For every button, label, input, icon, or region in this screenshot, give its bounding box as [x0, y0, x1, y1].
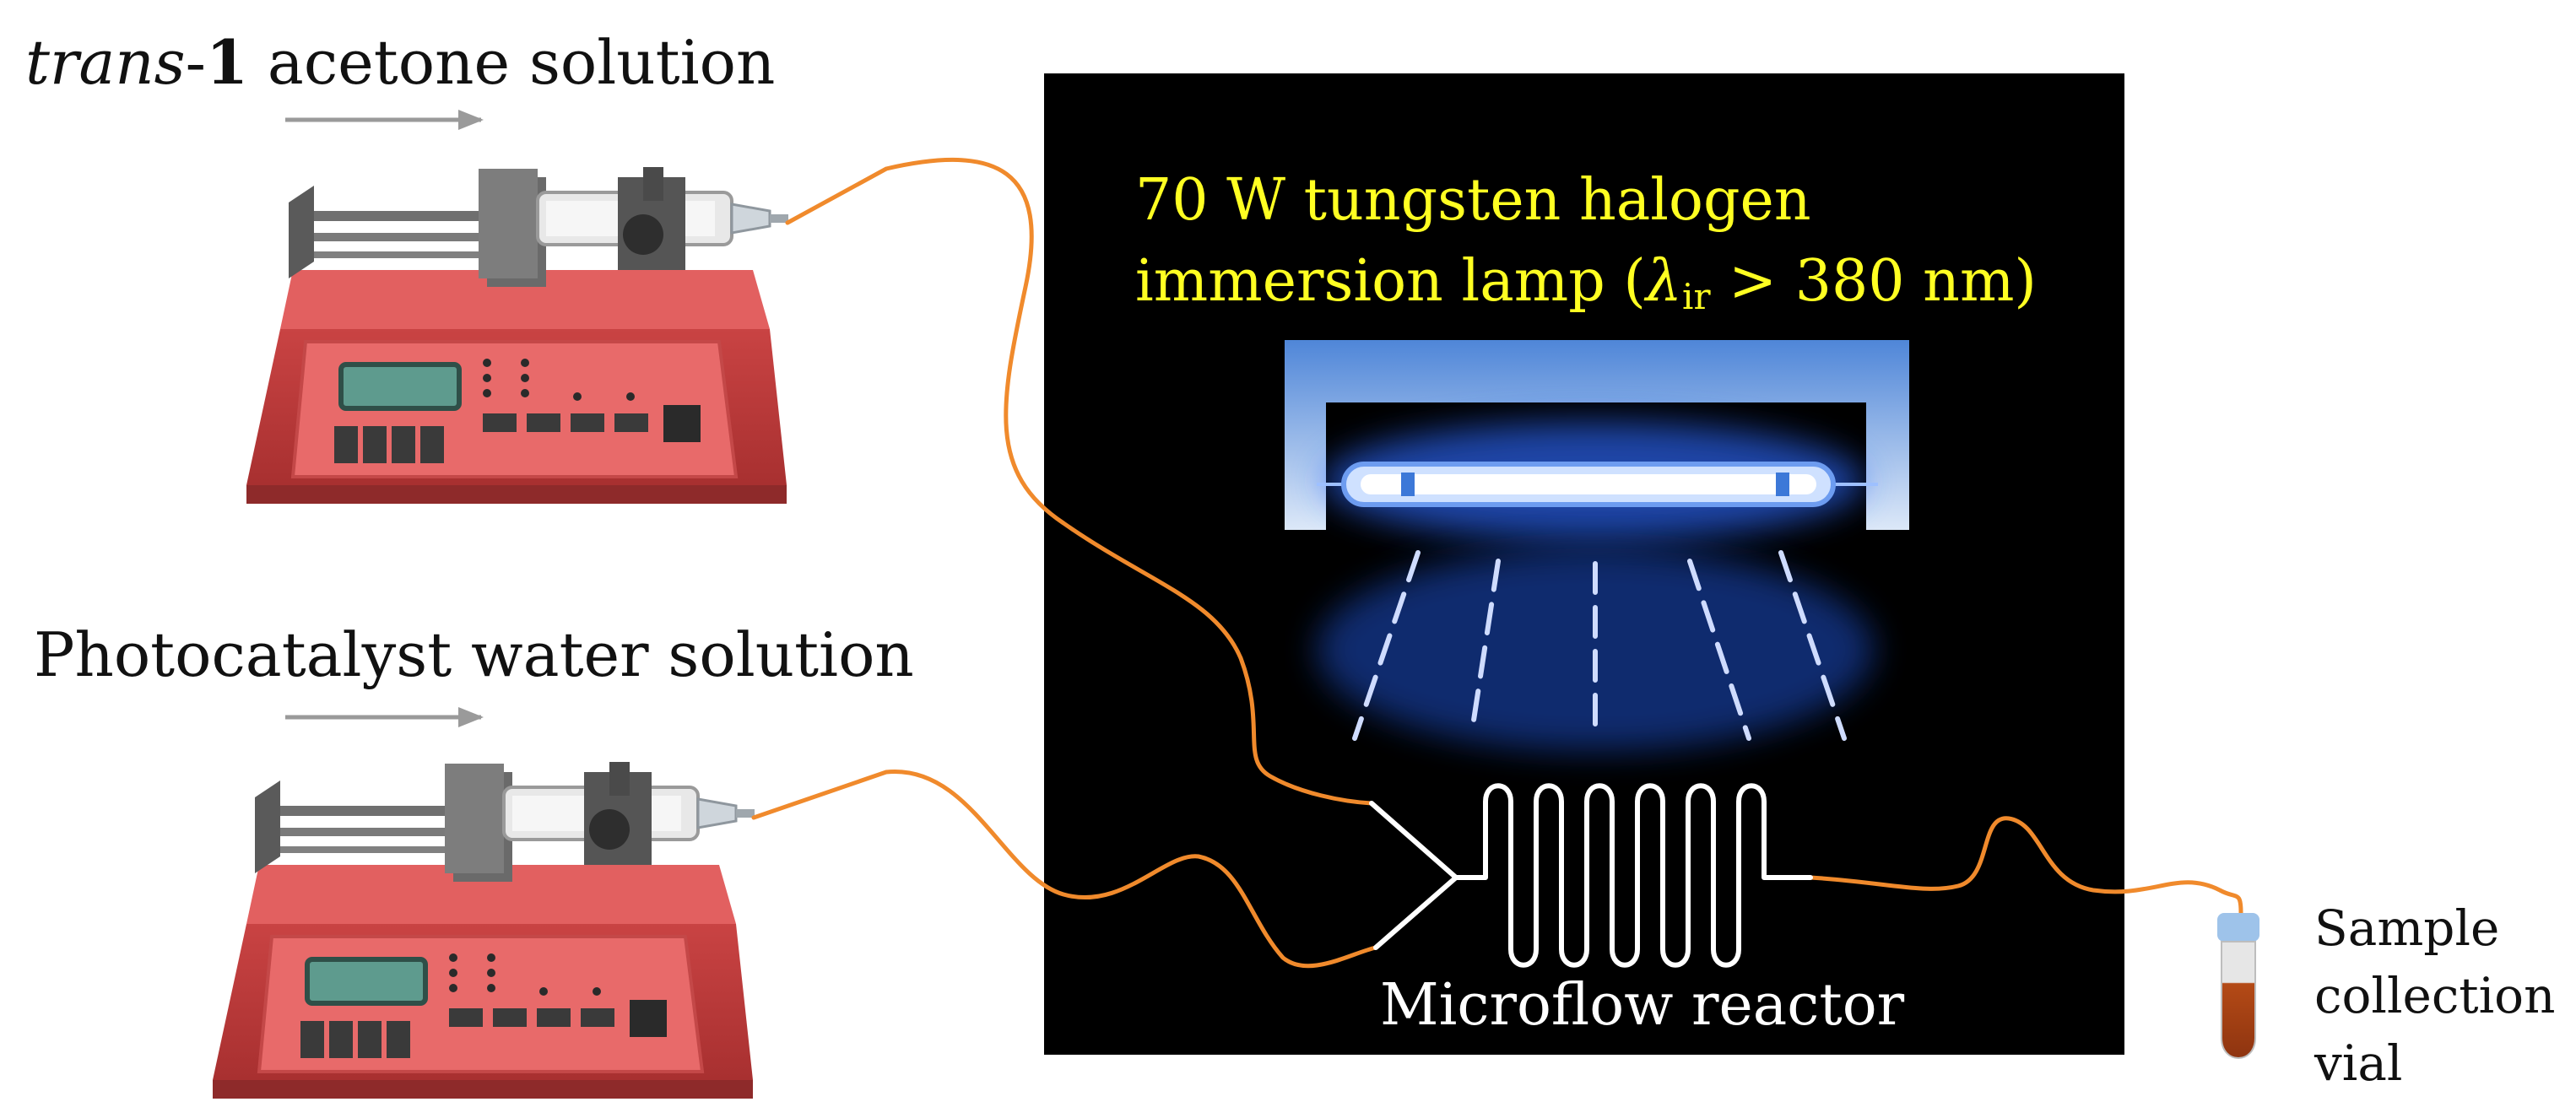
lamp-line1: 70 W tungsten halogen [1135, 167, 1811, 234]
syringe-pump-icon [213, 762, 755, 1099]
tubing [751, 157, 2243, 969]
reactor-label: Microflow reactor [1380, 972, 1905, 1039]
light-rays [1352, 550, 1847, 741]
sample-vial-icon [2217, 913, 2259, 1059]
pump2-label: Photocatalyst water solution [34, 619, 914, 690]
lamp-title: 70 W tungsten halogen immersion lamp (λi… [1135, 160, 2037, 338]
microflow-reactor-icon [1369, 783, 1813, 968]
lamp-line2: immersion lamp (λir > 380 nm) [1135, 248, 2037, 317]
vial-label: Sample collection vial [2314, 899, 2556, 1092]
syringe-pump-icon [246, 167, 788, 504]
pump1-label: trans-1 acetone solution [25, 26, 776, 98]
